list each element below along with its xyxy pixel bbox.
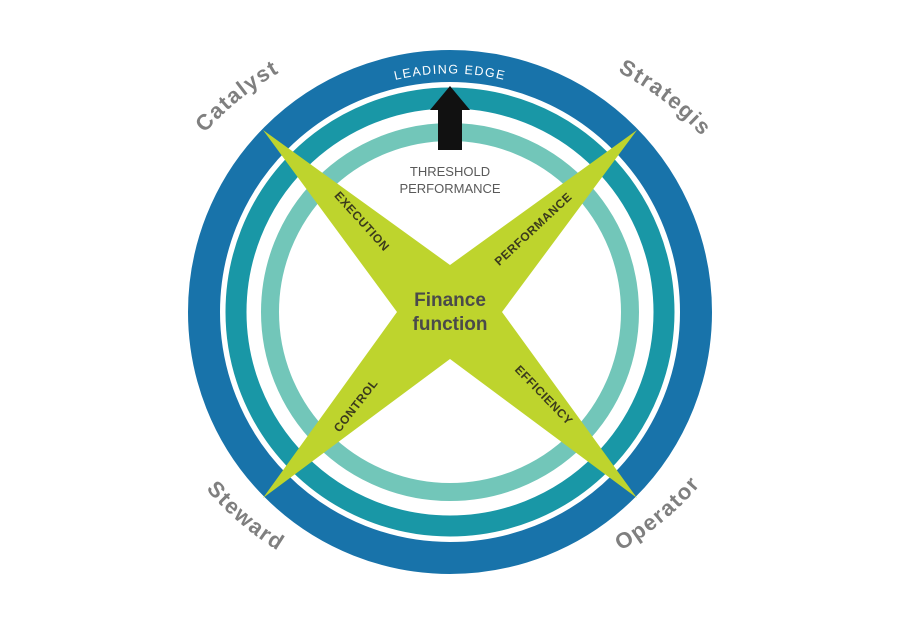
leading-edge-ring <box>188 50 712 574</box>
leading-edge-label: LEADING EDGE <box>393 62 508 83</box>
center-label-line1: Finance <box>414 290 486 311</box>
up-arrow-icon <box>430 86 470 150</box>
center-label-line2: function <box>413 314 488 335</box>
finance-function-star <box>263 130 637 498</box>
threshold-label-line1: THRESHOLD <box>410 164 490 179</box>
threshold-label-line2: PERFORMANCE <box>399 181 500 196</box>
